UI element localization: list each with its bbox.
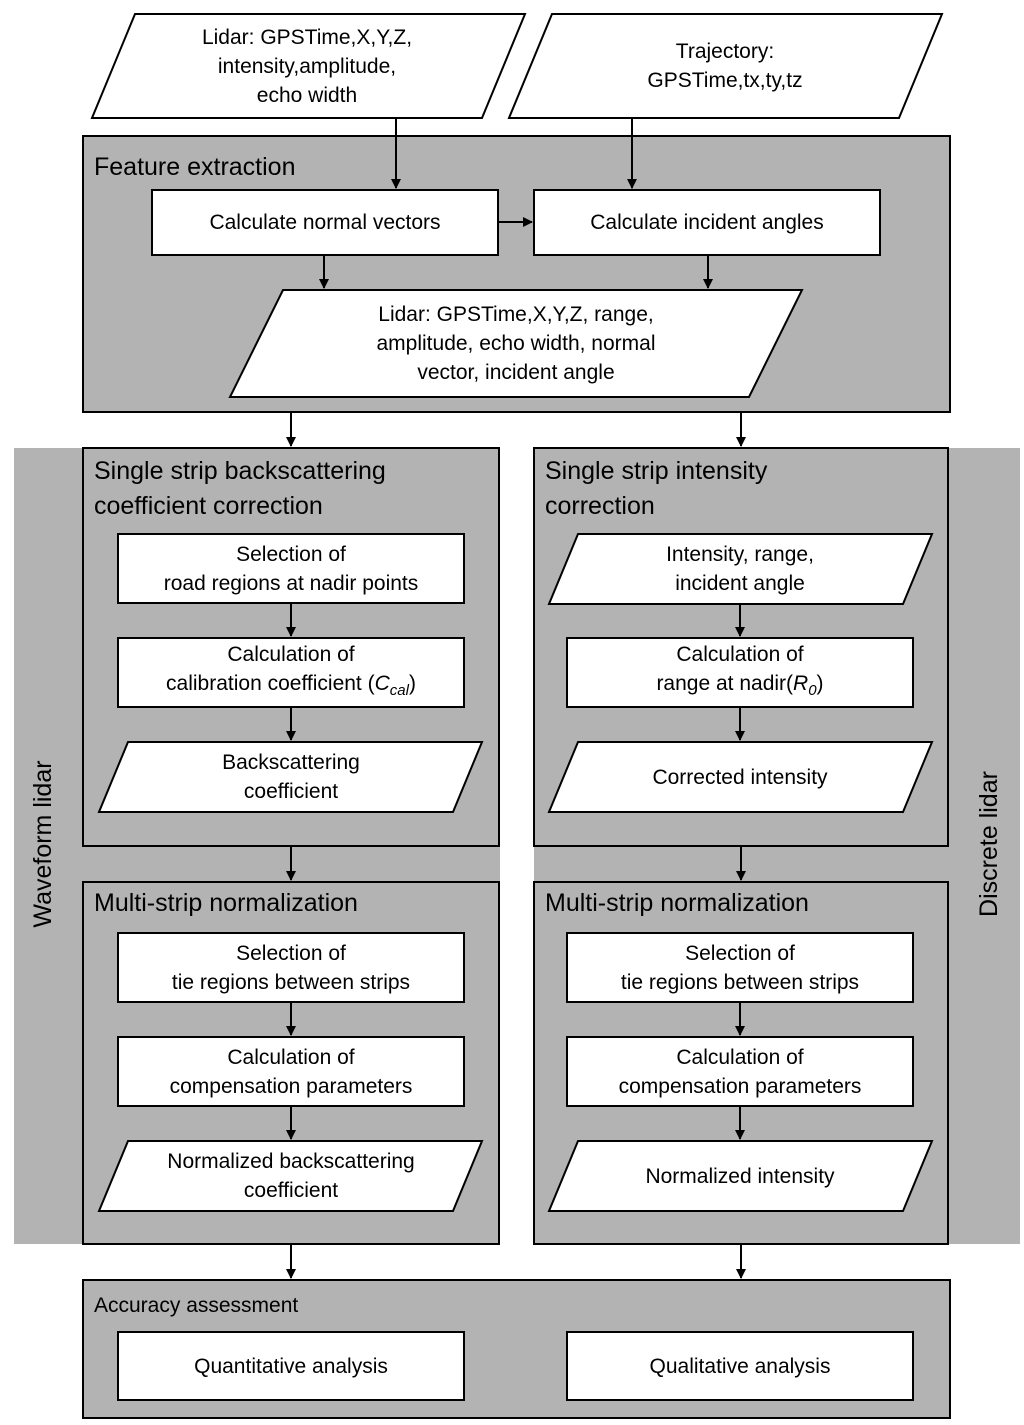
waveform-single-title: Single strip backscattering coefficient … [94, 457, 386, 520]
waveform-lidar-label: Waveform lidar [29, 760, 57, 928]
intensity-input-label: Intensity, range, incident angle [666, 543, 814, 595]
quantitative-box [117, 1331, 465, 1401]
feature-output-label: Lidar: GPSTime,X,Y,Z, range, amplitude, … [376, 303, 656, 384]
waveform-compensation-label: Calculation of compensation parameters [169, 1045, 413, 1098]
quantitative-label: Quantitative analysis [194, 1354, 388, 1378]
calibration-symbol: C [374, 671, 390, 695]
normalized-intensity-shape [547, 1140, 934, 1212]
discrete-multi-title: Multi-strip normalization [545, 889, 809, 917]
waveform-multi-title: Multi-strip normalization [94, 889, 358, 917]
range-prefix: range at nadir( [656, 671, 794, 695]
normalized-backscattering-shape [97, 1140, 484, 1212]
incident-angles-label: Calculate incident angles [590, 211, 824, 234]
backscattering-output-shape [97, 741, 484, 813]
range-symbol: R [793, 671, 809, 695]
calibration-coefficient-box [117, 637, 465, 708]
range-at-nadir-box [566, 637, 914, 708]
qualitative-label: Qualitative analysis [649, 1354, 831, 1378]
lidar-input-label: Lidar: GPSTime,X,Y,Z, intensity,amplitud… [201, 25, 413, 107]
intensity-input-shape [547, 533, 934, 605]
range-suffix: ) [816, 671, 824, 695]
discrete-lidar-label: Discrete lidar [975, 771, 1003, 917]
discrete-single-title: Single strip intensity correction [545, 457, 768, 520]
range-line1: Calculation of [676, 642, 804, 666]
lidar-input-shape [90, 13, 527, 119]
feature-extraction-title: Feature extraction [94, 153, 296, 181]
discrete-compensation-box [566, 1036, 914, 1107]
road-regions-box [117, 533, 465, 604]
calibration-prefix: calibration coefficient ( [166, 671, 375, 695]
trajectory-input-shape [507, 13, 944, 119]
calibration-subscript: cal [389, 682, 409, 700]
calibration-suffix: ) [408, 671, 416, 695]
accuracy-title: Accuracy assessment [94, 1294, 299, 1317]
calibration-line2: calibration coefficient (Ccal) [166, 669, 416, 705]
backscattering-output-label: Backscattering coefficient [222, 751, 360, 803]
normalized-backscattering-label: Normalized backscattering coefficient [167, 1150, 415, 1202]
calibration-coefficient-label: Calculation of calibration coefficient (… [118, 638, 464, 707]
waveform-tie-regions-box [117, 932, 465, 1003]
discrete-compensation-label: Calculation of compensation parameters [618, 1045, 862, 1098]
discrete-tie-regions-label: Selection of tie regions between strips [620, 941, 860, 994]
range-at-nadir-label: Calculation of range at nadir(R0) [567, 638, 913, 707]
waveform-compensation-box [117, 1036, 465, 1107]
road-regions-label: Selection of road regions at nadir point… [163, 542, 419, 595]
range-line2: range at nadir(R0) [656, 669, 823, 705]
discrete-tie-regions-box [566, 932, 914, 1003]
waveform-tie-regions-label: Selection of tie regions between strips [171, 941, 411, 994]
range-subscript: 0 [808, 682, 817, 700]
trajectory-input-label: Trajectory: GPSTime,tx,ty,tz [647, 40, 803, 92]
normal-vectors-label: Calculate normal vectors [209, 211, 441, 234]
qualitative-box [566, 1331, 914, 1401]
corrected-intensity-shape [547, 741, 934, 813]
corrected-intensity-label: Corrected intensity [652, 765, 828, 789]
normalized-intensity-label: Normalized intensity [645, 1164, 835, 1188]
feature-output-shape [228, 289, 804, 398]
calibration-line1: Calculation of [227, 642, 355, 666]
